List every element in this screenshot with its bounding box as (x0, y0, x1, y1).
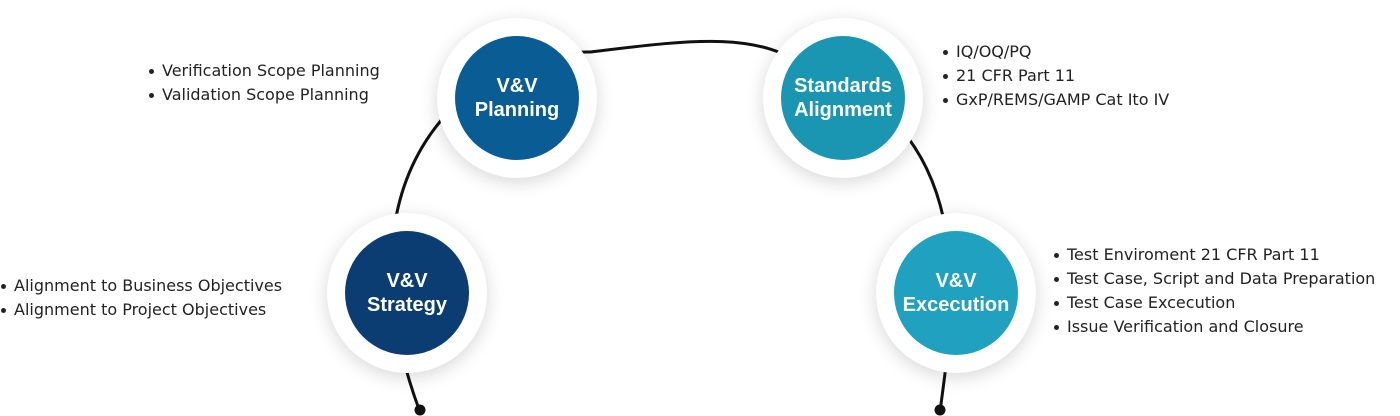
standards-list-item: 21 CFR Part 11 (942, 64, 1169, 88)
node-strategy-line1: V&V (386, 270, 428, 292)
arc-end-dot-left (414, 404, 426, 416)
node-execution-line1: V&V (935, 270, 977, 292)
standards-list: IQ/OQ/PQ 21 CFR Part 11 GxP/REMS/GAMP Ca… (942, 40, 1169, 112)
execution-list: Test Enviroment 21 CFR Part 11 Test Case… (1053, 243, 1375, 339)
node-planning-line1: V&V (496, 75, 538, 97)
execution-list-item: Test Enviroment 21 CFR Part 11 (1053, 243, 1375, 267)
planning-list-item: Verification Scope Planning (148, 59, 380, 83)
standards-list-item: IQ/OQ/PQ (942, 40, 1169, 64)
node-planning-line2: Planning (474, 99, 560, 121)
node-standards-line1: Standards (794, 75, 892, 97)
execution-list-item: Test Case, Script and Data Preparation (1053, 267, 1375, 291)
node-planning: V&V Planning (437, 18, 597, 178)
strategy-list: Alignment to Business Objectives Alignme… (0, 274, 282, 322)
standards-list-item: GxP/REMS/GAMP Cat Ito IV (942, 88, 1169, 112)
node-planning-circle: V&V Planning (455, 36, 579, 160)
arc-end-dot-right (934, 404, 946, 416)
node-execution: V&V Excecution (876, 213, 1036, 373)
node-strategy: V&V Strategy (327, 213, 487, 373)
node-execution-line2: Excecution (902, 294, 1010, 316)
strategy-list-item: Alignment to Project Objectives (0, 298, 282, 322)
node-execution-circle: V&V Excecution (894, 231, 1018, 355)
node-strategy-circle: V&V Strategy (345, 231, 469, 355)
execution-list-item: Issue Verification and Closure (1053, 315, 1375, 339)
node-strategy-line2: Strategy (366, 294, 448, 316)
node-standards: Standards Alignment (763, 18, 923, 178)
planning-list: Verification Scope Planning Validation S… (148, 59, 380, 107)
execution-list-item: Test Case Excecution (1053, 291, 1375, 315)
planning-list-item: Validation Scope Planning (148, 83, 380, 107)
node-standards-line2: Alignment (794, 99, 892, 121)
strategy-list-item: Alignment to Business Objectives (0, 274, 282, 298)
node-standards-circle: Standards Alignment (781, 36, 905, 160)
